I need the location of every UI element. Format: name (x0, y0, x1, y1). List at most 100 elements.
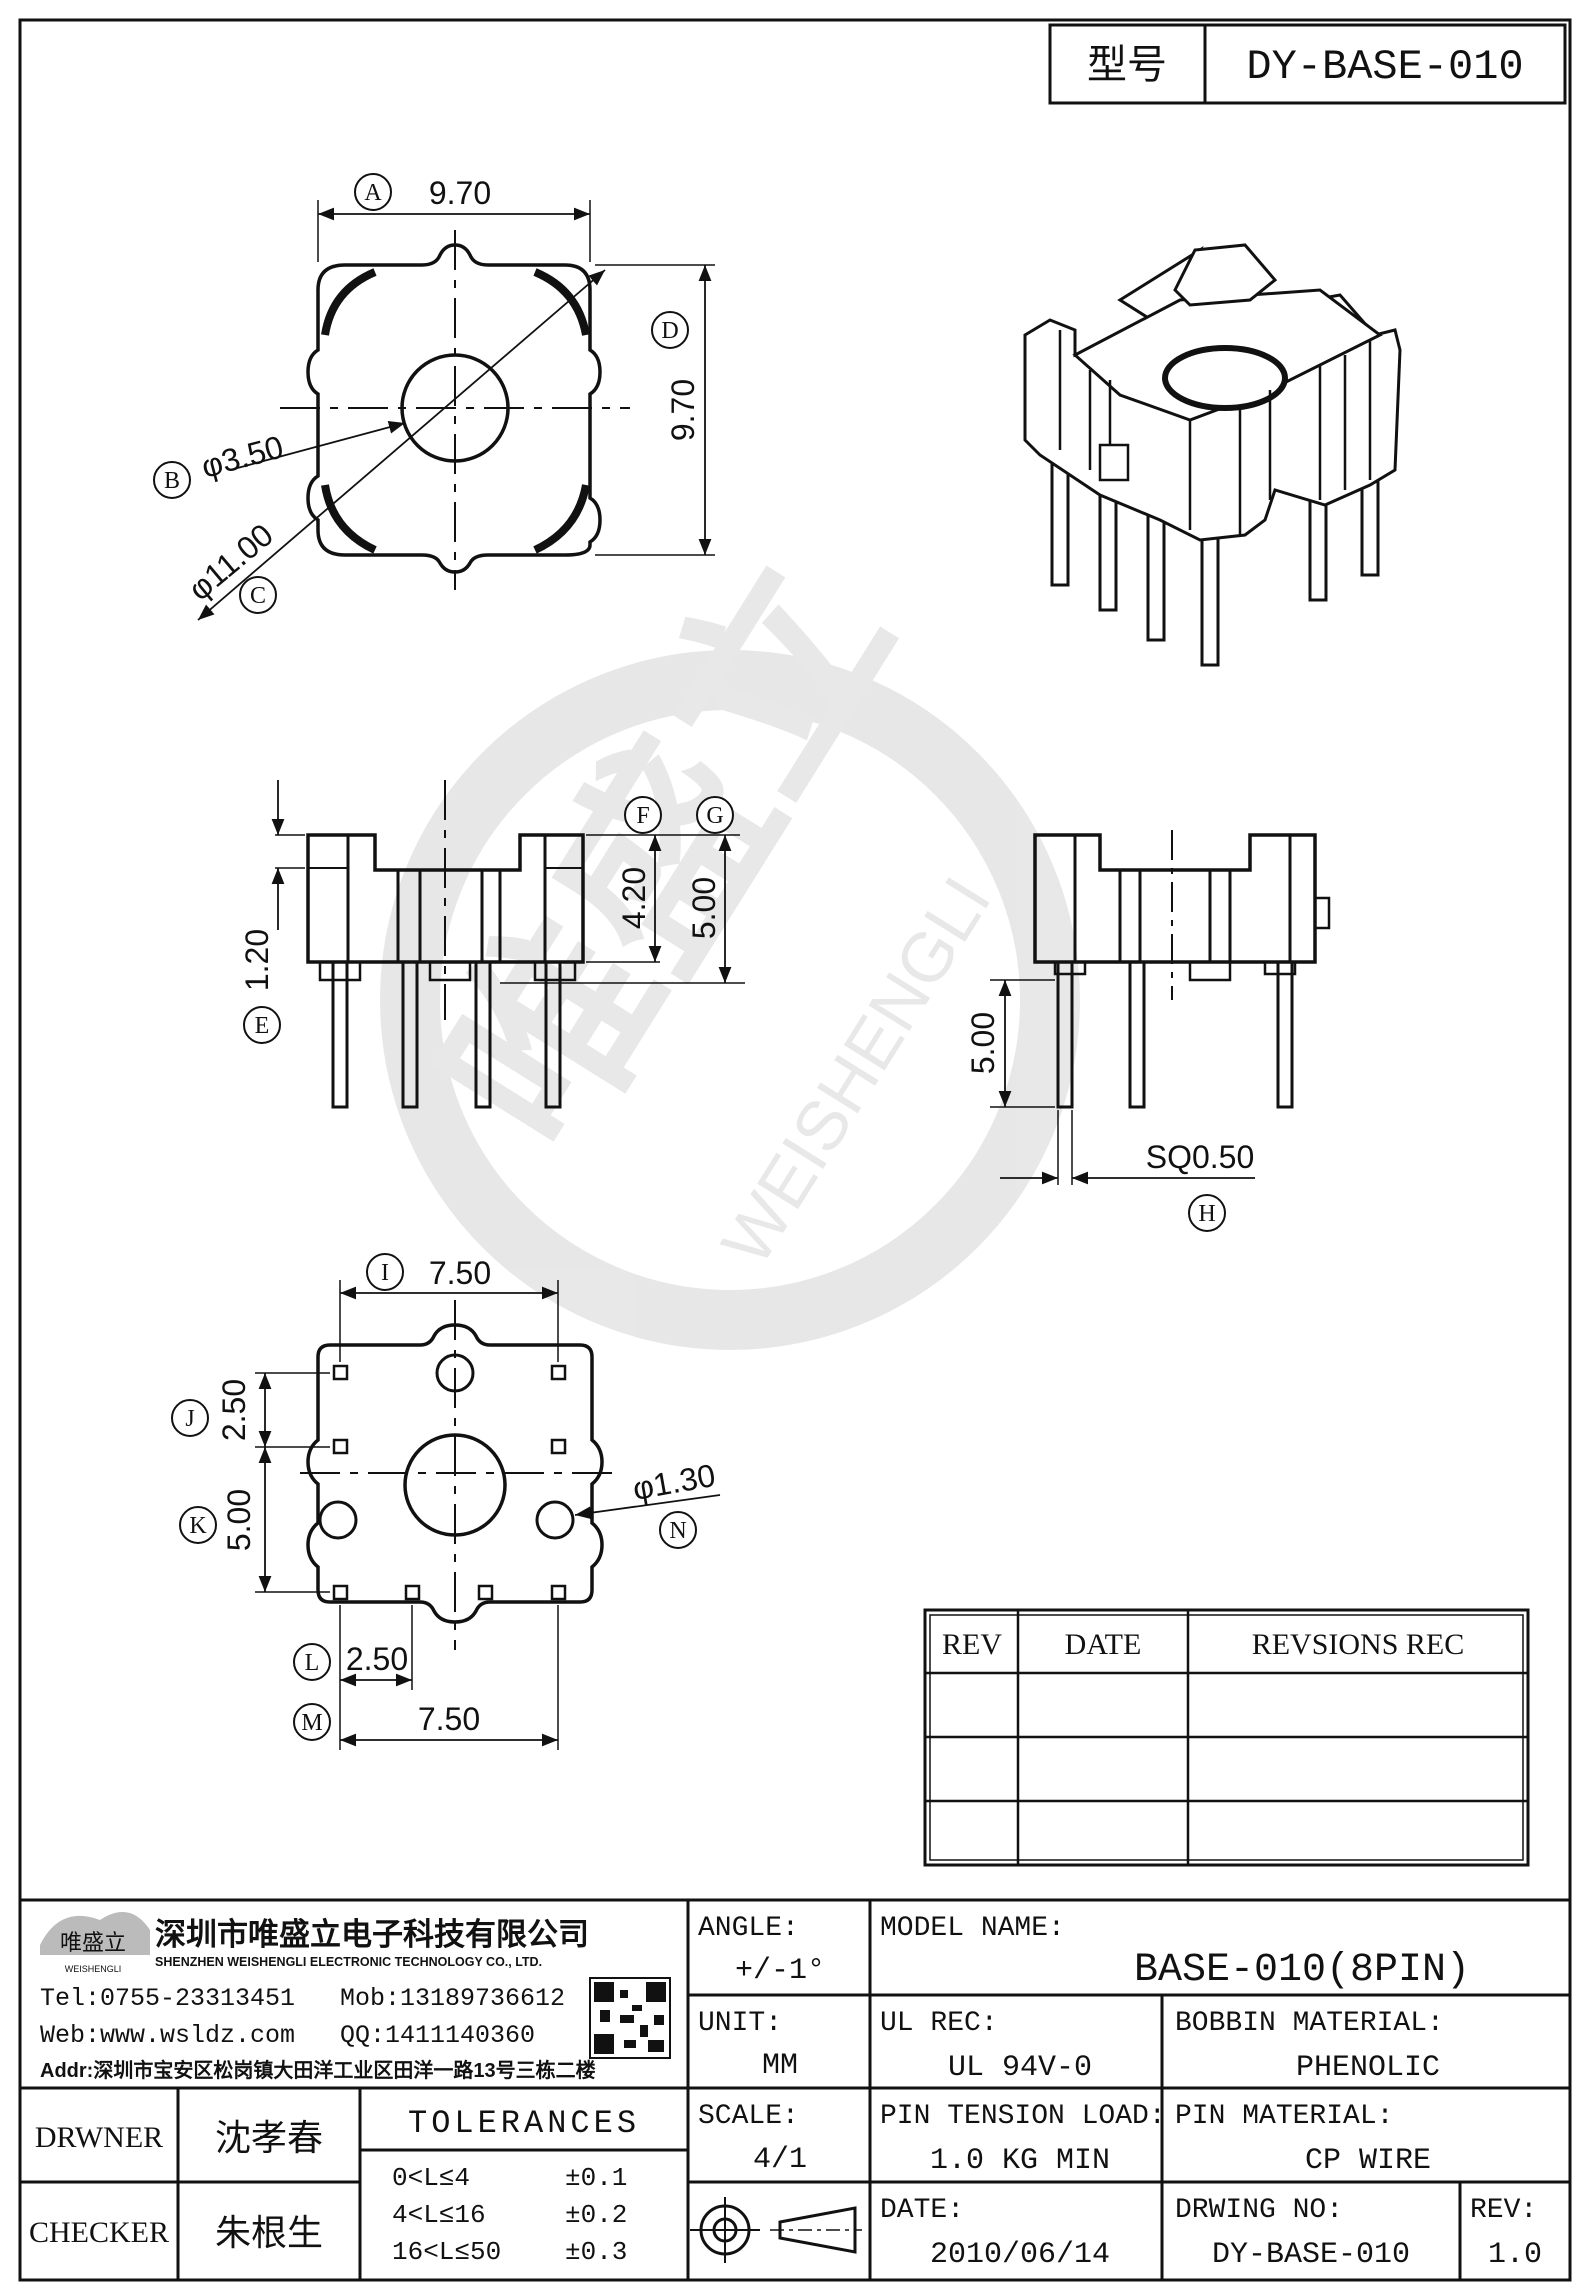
date-value: 2010/06/14 (930, 2238, 1110, 2272)
company-mob: Mob:13189736612 (340, 1984, 565, 2013)
drawing-no-label: DRWING NO: (1175, 2195, 1343, 2226)
logo-sub: WEISHENGLI (65, 1964, 122, 1974)
marker-m-label: M (301, 1710, 322, 1736)
company-logo: 唯盛立 WEISHENGLI (40, 1912, 150, 1974)
dim-d: 9.70 (665, 379, 701, 441)
pin-tension-value: 1.0 KG MIN (930, 2144, 1110, 2178)
front-view-labels: 1.20 E 4.20 5.00 F G (239, 796, 734, 1044)
drawer-name: 沈孝春 (215, 2117, 323, 2158)
dim-b: φ3.50 (197, 428, 287, 484)
drawing-no-value: DY-BASE-010 (1212, 2238, 1410, 2272)
rev-header-rev: REV (942, 1628, 1002, 1661)
marker-i-label: I (381, 1260, 389, 1286)
model-name-value: BASE-010(8PIN) (1134, 1948, 1470, 1993)
part-code: DY-BASE-010 (1246, 43, 1523, 91)
dim-i: 7.50 (429, 1255, 491, 1291)
marker-c (239, 576, 277, 614)
marker-n-label: N (669, 1518, 686, 1544)
angle-value: +/-1° (735, 1954, 825, 1988)
checker-label: CHECKER (29, 2216, 169, 2249)
marker-a (354, 173, 392, 211)
rev-header-date: DATE (1065, 1628, 1142, 1661)
marker-d-label: D (661, 318, 678, 344)
type-label: 型号 (1087, 43, 1167, 87)
marker-b-label: B (164, 468, 180, 494)
tol-range-3: 16<L≤50 (392, 2237, 501, 2267)
company-name-en: SHENZHEN WEISHENGLI ELECTRONIC TECHNOLOG… (155, 1955, 542, 1969)
marker-d (651, 311, 689, 349)
dim-n: φ1.30 (630, 1457, 718, 1507)
dim-j: 2.50 (216, 1379, 252, 1441)
tol-range-1: 0<L≤4 (392, 2163, 470, 2193)
marker-e (243, 1006, 281, 1044)
front-view (271, 780, 745, 1109)
scale-value: 4/1 (753, 2143, 807, 2177)
company-address: Addr:深圳市宝安区松岗镇大田洋工业区田洋一路13号三栋二楼 (40, 2058, 596, 2082)
rev-value: 1.0 (1488, 2238, 1542, 2272)
dim-h: SQ0.50 (1146, 1139, 1255, 1175)
projection-symbol-icon (690, 2197, 862, 2263)
marker-g-label: G (706, 803, 723, 829)
company-tel: Tel:0755-23313451 (40, 1984, 295, 2013)
marker-k (179, 1506, 217, 1544)
marker-h-label: H (1198, 1201, 1215, 1227)
pin-material-value: CP WIRE (1305, 2144, 1431, 2178)
header-box: 型号 DY-BASE-010 (1048, 23, 1567, 105)
pin-tension-label: PIN TENSION LOAD: (880, 2101, 1166, 2132)
company-name-cn: 深圳市唯盛立电子科技有限公司 (155, 1917, 589, 1952)
dim-g: 5.00 (686, 877, 722, 939)
title-block-lines (20, 1898, 1570, 2280)
marker-e-label: E (255, 1013, 270, 1039)
scale-label: SCALE: (698, 2101, 799, 2132)
marker-h (1188, 1194, 1226, 1232)
company-qq: QQ:1411140360 (340, 2021, 535, 2050)
dim-l: 2.50 (346, 1641, 408, 1677)
tol-value-3: ±0.3 (565, 2237, 627, 2267)
unit-value: MM (762, 2049, 798, 2083)
dim-a: 9.70 (429, 175, 491, 211)
marker-j (171, 1399, 209, 1437)
logo-text: 唯盛立 (60, 1930, 126, 1955)
rev-label: REV: (1470, 2195, 1537, 2226)
dim-e: 1.20 (239, 929, 275, 991)
marker-k-label: K (189, 1513, 207, 1539)
marker-m (293, 1703, 331, 1741)
qr-code (589, 1977, 671, 2059)
marker-g (696, 796, 734, 834)
sheet-border (18, 18, 1572, 2282)
checker-name: 朱根生 (215, 2212, 323, 2253)
revision-table (923, 1608, 1530, 1867)
ul-rec-label: UL REC: (880, 2008, 998, 2039)
iso-view (1023, 243, 1402, 667)
bobbin-material-label: BOBBIN MATERIAL: (1175, 2008, 1444, 2039)
model-name-label: MODEL NAME: (880, 1913, 1065, 1944)
marker-f-label: F (636, 803, 649, 829)
side-view-labels: 5.00 SQ0.50 H (965, 1012, 1255, 1232)
dim-k: 5.00 (221, 1489, 257, 1551)
marker-a-label: A (364, 180, 382, 206)
rev-header-rec: REVSIONS REC (1252, 1628, 1465, 1661)
date-label: DATE: (880, 2195, 964, 2226)
marker-b (153, 461, 191, 499)
marker-l (293, 1643, 331, 1681)
tolerances-label: TOLERANCES (408, 2105, 640, 2142)
unit-label: UNIT: (698, 2008, 782, 2039)
marker-l-label: L (305, 1650, 320, 1676)
tol-value-2: ±0.2 (565, 2200, 627, 2230)
angle-label: ANGLE: (698, 1913, 799, 1944)
company-web: Web:www.wsldz.com (40, 2021, 295, 2050)
marker-i (366, 1253, 404, 1291)
pin-material-label: PIN MATERIAL: (1175, 2101, 1393, 2132)
dim-m: 7.50 (418, 1701, 480, 1737)
side-view (990, 830, 1331, 1185)
marker-f (624, 796, 662, 834)
ul-rec-value: UL 94V-0 (948, 2051, 1092, 2085)
dim-pin-length: 5.00 (965, 1012, 1001, 1074)
top-view (197, 200, 715, 621)
bobbin-material-value: PHENOLIC (1296, 2051, 1440, 2085)
marker-c-label: C (250, 583, 266, 609)
drawer-label: DRWNER (35, 2121, 163, 2154)
tol-range-2: 4<L≤16 (392, 2200, 486, 2230)
